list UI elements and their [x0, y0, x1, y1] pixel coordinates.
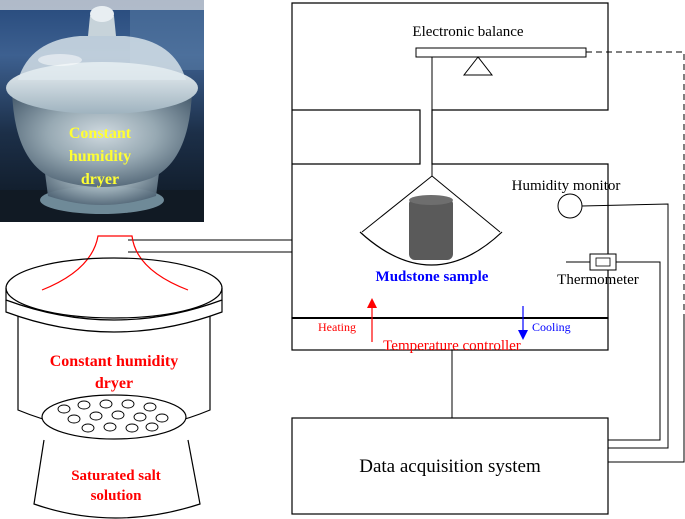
temperature-controller-label: Temperature controller	[383, 338, 521, 354]
data-acquisition-label: Data acquisition system	[359, 456, 541, 477]
photo-caption-line-2: humidity	[69, 148, 131, 165]
heating-arrow-icon	[367, 298, 377, 308]
basket-string-right	[431, 175, 501, 233]
thermometer-label: Thermometer	[557, 272, 639, 288]
dryer-lid-top	[5, 257, 223, 319]
humidity-monitor-label: Humidity monitor	[512, 178, 621, 194]
sample-basket	[359, 231, 503, 266]
dryer-lid-lower-rim	[5, 300, 223, 333]
humidity-monitor-icon	[557, 193, 583, 219]
dryer-base	[33, 439, 201, 519]
dryer-lid-rim	[5, 288, 223, 321]
balance-housing-divider	[292, 109, 421, 165]
humidity-supply-pipe	[128, 239, 292, 253]
dryer-lid-knob	[41, 235, 189, 291]
mudstone-sample-label: Mudstone sample	[376, 269, 489, 285]
thermometer-inner	[595, 257, 611, 267]
dryer-label-line-1: Constant humidity	[50, 353, 178, 370]
thermometer-signal-line	[608, 261, 661, 441]
cooling-arrow-icon	[518, 330, 528, 340]
basket-string-left	[361, 175, 433, 233]
mudstone-sample-top	[409, 195, 453, 205]
plate-holes	[57, 399, 169, 433]
data-acquisition-box	[291, 417, 609, 515]
salt-solution-label-line-2: solution	[91, 488, 143, 504]
balance-signal-line	[586, 51, 685, 318]
heating-label: Heating	[318, 320, 356, 334]
dryer-photo-image	[0, 0, 204, 222]
balance-beam	[415, 47, 587, 58]
dryer-label-line-2: dryer	[95, 375, 133, 392]
electronic-balance-label: Electronic balance	[412, 24, 524, 40]
photo-caption-line-3: dryer	[81, 171, 119, 188]
dryer-photo: Constant humidity dryer	[0, 0, 204, 222]
balance-fulcrum-icon	[462, 56, 494, 76]
salt-solution-label-line-1: Saturated salt	[71, 468, 161, 484]
mudstone-sample-block	[409, 198, 453, 260]
dryer-photo-caption-layer: Constant humidity dryer	[69, 125, 132, 188]
balance-signal-to-daq	[608, 318, 685, 463]
humidity-signal-line	[581, 203, 669, 449]
cooling-label: Cooling	[532, 320, 571, 334]
photo-caption-line-1: Constant	[69, 125, 132, 142]
